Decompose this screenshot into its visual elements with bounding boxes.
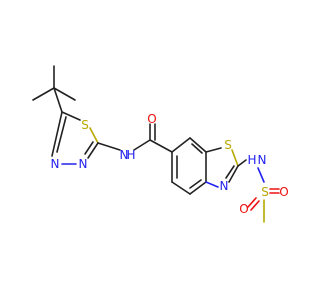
bond-thiadiazole-n4-c5 [51, 111, 63, 157]
bond-ring-to-nh [97, 142, 121, 151]
bond-c2-to-nh [237, 159, 247, 167]
bond-benz-c3a-c4 [189, 181, 207, 195]
bond-thiazole-s-c2 [231, 149, 239, 167]
atom-label-n-thiadiazole-a: N [79, 157, 88, 171]
bond-isopropyl-methyl-right [53, 87, 76, 101]
bond-carbonyl-to-aryl [149, 139, 173, 153]
bond-thiazole-c7a-s [205, 147, 222, 153]
atom-label-nh-amide-n: N [120, 148, 129, 162]
bond-thiazole-n3-c3a [205, 181, 219, 188]
bond-thiazole-c2-n3-double [225, 165, 235, 179]
bond-thiadiazole-s-c2 [89, 127, 99, 144]
atom-label-o-carbonyl: O [147, 112, 156, 126]
atom-label-nh-sulfonamide-n: N [258, 153, 267, 167]
bond-thiadiazole-n4-c5-double [56, 116, 67, 153]
atom-label-s-thiadiazole: S [81, 118, 89, 132]
atom-label-o-sulfonyl-b: O [239, 202, 248, 216]
bond-thiadiazole-c2-n3 [87, 142, 99, 159]
bond-benz-c7-c7a-double [191, 143, 203, 154]
bond-isopropyl-methyl-left [32, 87, 55, 101]
atom-label-n-benzothiazole: N [220, 179, 229, 193]
atom-label-nh-sulfonamide-h: H [247, 153, 256, 167]
bond-benz-c7-c7a [189, 137, 207, 153]
bond-isopropyl-to-ring [53, 87, 63, 113]
bond-nh-to-carbonyl [133, 139, 151, 151]
atom-label-s-benzothiazole: S [224, 138, 232, 152]
bond-thiazole-c2-n3 [228, 165, 239, 183]
molecule-structure-diagram: S N N N H O S N N H S O O [32, 65, 289, 223]
bond-s-o-bottom [247, 197, 257, 208]
bond-s-o-bottom-double [250, 200, 260, 211]
atom-label-nh-amide-h: H [126, 148, 135, 162]
atom-label-o-sulfonyl-a: O [279, 185, 288, 199]
bond-benz-c3a-c4-double [189, 179, 202, 189]
bond-thiadiazole-c2-n3-double [84, 141, 94, 155]
bond-thiadiazole-c5-s [61, 111, 81, 121]
atom-label-s-sulfonyl: S [261, 185, 269, 199]
atom-label-n-thiadiazole-b: N [51, 157, 60, 171]
bond-benz-c6-c7 [171, 137, 191, 153]
bond-benz-c4-c5 [171, 181, 191, 195]
bond-nh-to-s [257, 167, 265, 183]
